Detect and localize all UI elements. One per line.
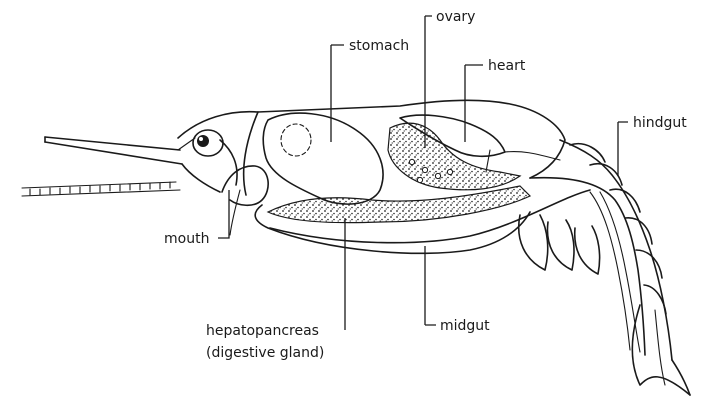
eye	[178, 130, 223, 156]
stomach	[263, 113, 383, 204]
rostrum	[45, 137, 182, 164]
label-heart: heart	[488, 58, 526, 74]
label-hindgut: hindgut	[633, 115, 687, 131]
tail-fan	[632, 305, 690, 395]
label-digestive-gland: (digestive gland)	[206, 345, 324, 361]
label-stomach: stomach	[349, 38, 409, 54]
label-ovary: ovary	[436, 9, 475, 25]
antenna	[22, 182, 180, 196]
swimmerets	[519, 215, 600, 274]
label-midgut: midgut	[440, 318, 490, 334]
ovary	[388, 123, 520, 190]
label-mouth: mouth	[164, 231, 209, 247]
label-hepatopancreas: hepatopancreas	[206, 323, 319, 339]
